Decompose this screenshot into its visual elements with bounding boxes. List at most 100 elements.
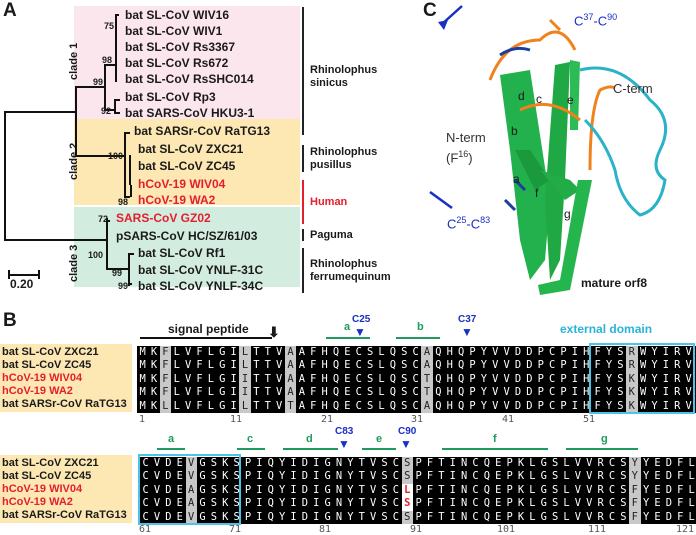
strand-a-bar (326, 337, 370, 339)
sequence-label: bat SL-CoV ZC45 (2, 470, 92, 482)
strand-a-label: a (344, 321, 351, 333)
sequence-label: bat SL-CoV ZXC21 (2, 346, 99, 358)
bootstrap-value: 100 (88, 250, 104, 260)
strand-e-bar (362, 448, 396, 450)
taxon-label: bat SL-CoV WIV16 (125, 8, 230, 22)
orf8-structure-diagram (429, 5, 668, 295)
taxon-label-human: hCoV-19 WA2 (138, 193, 216, 207)
sequence-label: bat SARSr-CoV RaTG13 (2, 398, 127, 410)
position-tick: 71 (229, 524, 242, 535)
taxon-label: bat SL-CoV WIV1 (125, 24, 223, 38)
strand-e-label: e (376, 433, 383, 445)
position-tick: 1 (139, 414, 146, 425)
position-tick: 31 (411, 414, 424, 425)
cys83-arrow-icon: ▼ (338, 437, 350, 451)
position-tick: 91 (410, 524, 423, 535)
bootstrap-value: 75 (104, 21, 115, 31)
sequence-labels-block1 (0, 344, 132, 412)
position-tick: 81 (319, 524, 332, 535)
position-tick: 61 (139, 524, 152, 535)
strand-label: f (535, 186, 539, 200)
taxon-label: bat SL-CoV RsSHC014 (125, 72, 254, 86)
cys25-arrow-icon: ▼ (354, 325, 366, 339)
external-domain-box (589, 343, 695, 414)
taxon-label: bat SL-CoV ZXC21 (138, 142, 244, 156)
taxon-label: bat SARSr-CoV RaTG13 (134, 124, 271, 138)
taxon-label-human: SARS-CoV GZ02 (116, 211, 211, 225)
sequence-label-human: hCoV-19 WIV04 (2, 372, 83, 384)
cleavage-site-arrow-icon: ⬇ (268, 324, 280, 340)
panel-c-letter: C (423, 0, 437, 21)
external-domain-box-cont (138, 454, 241, 525)
host-bracket (302, 248, 304, 293)
cys83-label: C83 (335, 426, 354, 437)
cys90-arrow-icon: ▼ (400, 437, 412, 451)
strand-label: c (536, 92, 542, 106)
clade-1-label: clade 1 (68, 42, 80, 80)
strand-label: e (567, 93, 574, 107)
panel-b-letter: B (3, 310, 17, 331)
c-term-label: C-term (613, 81, 653, 96)
sequence-label: bat SL-CoV ZC45 (2, 359, 92, 371)
strand-label: b (511, 124, 518, 138)
bootstrap-value: 92 (101, 106, 112, 116)
external-domain-label: external domain (560, 322, 653, 336)
structure-caption: mature orf8 (581, 276, 648, 290)
sequence-label-human: hCoV-19 WA2 (2, 385, 73, 397)
sequence-label-human: hCoV-19 WIV04 (2, 483, 83, 495)
cys25-label: C25 (352, 314, 371, 325)
sequence-label-human: hCoV-19 WA2 (2, 496, 73, 508)
taxon-label: bat SL-CoV ZC45 (138, 159, 236, 173)
strand-label: a (513, 172, 520, 186)
clade-2-label: clade 2 (68, 142, 80, 180)
taxon-label-human: hCoV-19 WIV04 (138, 177, 226, 191)
host-bracket (302, 7, 304, 135)
strand-c-label: c (247, 433, 254, 445)
signal-peptide-label: signal peptide (168, 322, 249, 336)
taxon-label: bat SL-CoV YNLF-31C (138, 263, 264, 277)
bootstrap-value: 99 (93, 77, 104, 87)
strand-f-label: f (493, 433, 497, 445)
n-term-label: N-term(F16) (446, 130, 486, 166)
position-tick: 111 (588, 524, 607, 535)
strand-label: g (564, 207, 571, 221)
strand-d-label: d (306, 433, 313, 445)
position-tick: 11 (230, 414, 243, 425)
strand-f-bar (442, 448, 548, 450)
position-tick: 41 (502, 414, 515, 425)
bootstrap-value: 99 (112, 268, 123, 278)
cys90-label: C90 (398, 426, 417, 437)
scale-bar-label: 0.20 (10, 277, 34, 291)
disulfide-c37-c90-label: C37-C90 (574, 12, 618, 29)
bootstrap-value: 72 (98, 214, 109, 224)
strand-g-bar (566, 448, 638, 450)
strand-g-label: g (601, 433, 608, 445)
clade3-background (74, 207, 300, 287)
strand-a-bar (157, 448, 185, 450)
position-tick: 21 (321, 414, 334, 425)
bootstrap-value: 99 (118, 281, 129, 291)
position-tick: 51 (583, 414, 596, 425)
taxon-label: bat SL-CoV Rs3367 (125, 40, 236, 54)
bootstrap-value: 100 (108, 151, 124, 161)
disulfide-c25-c83-label: C25-C83 (447, 215, 491, 232)
strand-a-label: a (168, 433, 175, 445)
host-bracket (302, 145, 304, 172)
taxon-label: bat SL-CoV Rs672 (125, 56, 229, 70)
signal-peptide-bar (140, 337, 272, 339)
host-label-human: Human (310, 196, 348, 208)
clade1-background (74, 6, 300, 119)
strand-b-label: b (417, 321, 424, 333)
sequence-labels-block2 (0, 455, 132, 523)
